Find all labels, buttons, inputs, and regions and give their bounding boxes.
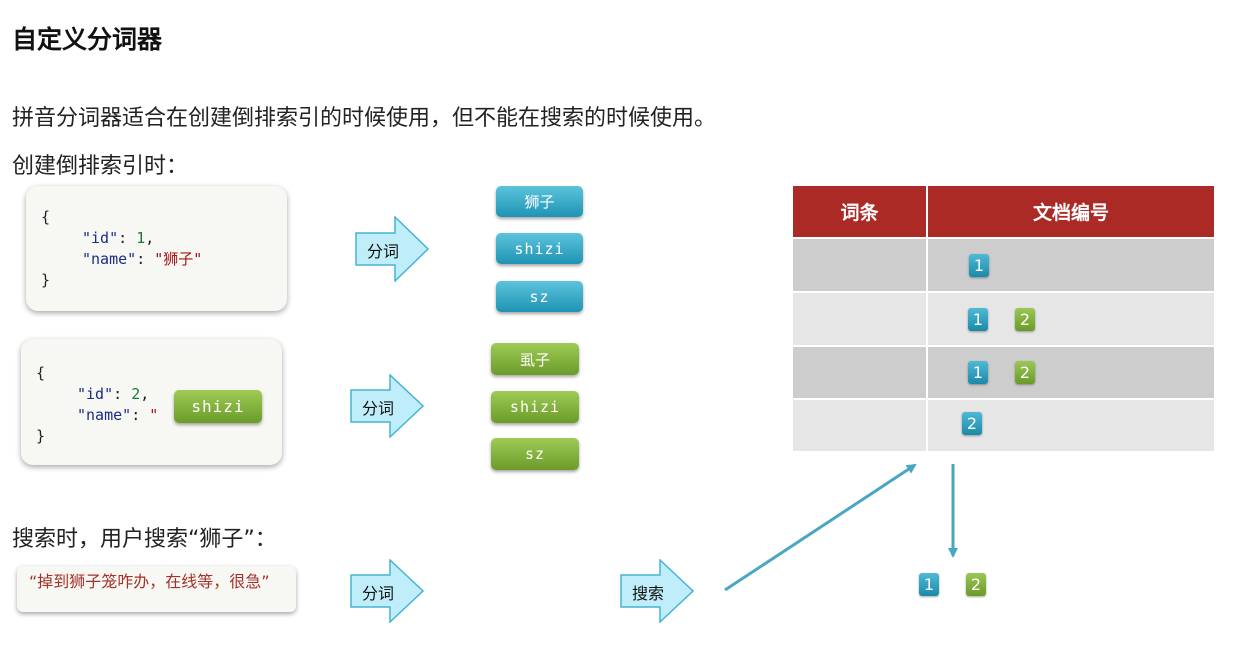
right-arrow-icon — [620, 558, 695, 624]
doc1-name-line: "name": "狮子" — [82, 250, 203, 268]
doc2-id-line: "id": 2, — [77, 385, 150, 403]
doc-id-badge: 1 — [968, 308, 988, 331]
right-arrow-icon — [350, 558, 425, 624]
table-header-term: 词条 — [793, 186, 926, 237]
doc1-open: { — [41, 208, 51, 226]
table-header-docs: 文档编号 — [928, 186, 1214, 237]
doc-id-badge: 2 — [1015, 361, 1035, 384]
doc1-id-line: "id": 1, — [82, 229, 155, 247]
right-arrow-icon — [350, 373, 425, 439]
tokenize-label-2: 分词 — [362, 399, 395, 418]
token-doc1-0: 狮子 — [496, 186, 583, 217]
intro-text: 拼音分词器适合在创建倒排索引的时候使用，但不能在搜索的时候使用。 — [12, 106, 717, 131]
result-doc-badge-2: 2 — [966, 573, 986, 596]
token-doc2-2: sz — [491, 438, 579, 470]
search-arrow-label: 搜索 — [632, 584, 665, 603]
table-row-2-term — [793, 347, 926, 398]
doc1-json: { "id": 1, "name": "狮子" } — [26, 186, 287, 311]
search-to-table-connector — [724, 463, 917, 592]
token-doc1-2: sz — [496, 281, 583, 312]
doc-id-badge: 2 — [1015, 308, 1035, 331]
right-arrow-icon — [355, 215, 430, 283]
token-doc2-0: 虱子 — [491, 343, 579, 375]
result-doc-badge-1: 1 — [919, 573, 939, 596]
doc-id-badge: 2 — [962, 412, 982, 435]
query-box: “掉到狮子笼咋办，在线等，很急” — [17, 566, 296, 612]
doc-id-badge: 1 — [969, 254, 989, 277]
tokenize-label-3: 分词 — [362, 584, 395, 603]
tokenize-arrow-3: 分词 — [350, 558, 425, 624]
token-doc2-1: shizi — [491, 391, 579, 423]
doc2-close: } — [36, 427, 46, 445]
query-text: “掉到狮子笼咋办，在线等，很急” — [29, 572, 270, 591]
table-row-3-term — [793, 400, 926, 451]
table-row-1-term — [793, 293, 926, 345]
table-row-1-docs: 1 2 — [928, 293, 1214, 345]
doc1-close: } — [41, 271, 51, 289]
search-label: 搜索时，用户搜索“狮子”： — [12, 527, 277, 552]
doc2-name-line: "name": " — [77, 406, 159, 424]
index-label: 创建倒排索引时： — [12, 154, 189, 179]
table-row-2-docs: 1 2 — [928, 347, 1214, 398]
tokenize-arrow-2: 分词 — [350, 373, 425, 439]
search-arrow: 搜索 — [620, 558, 695, 624]
tokenize-label-1: 分词 — [367, 242, 400, 261]
table-row-0-term — [793, 239, 926, 291]
token-doc1-1: shizi — [496, 233, 583, 264]
doc-id-badge: 1 — [968, 361, 988, 384]
table-row-0-docs: 1 — [928, 239, 1214, 291]
table-row-3-docs: 2 — [928, 400, 1214, 451]
doc2-open: { — [36, 364, 46, 382]
tokenize-arrow-1: 分词 — [355, 215, 430, 283]
page-title: 自定义分词器 — [12, 25, 163, 54]
doc2-shizi-overlay: shizi — [174, 390, 262, 423]
